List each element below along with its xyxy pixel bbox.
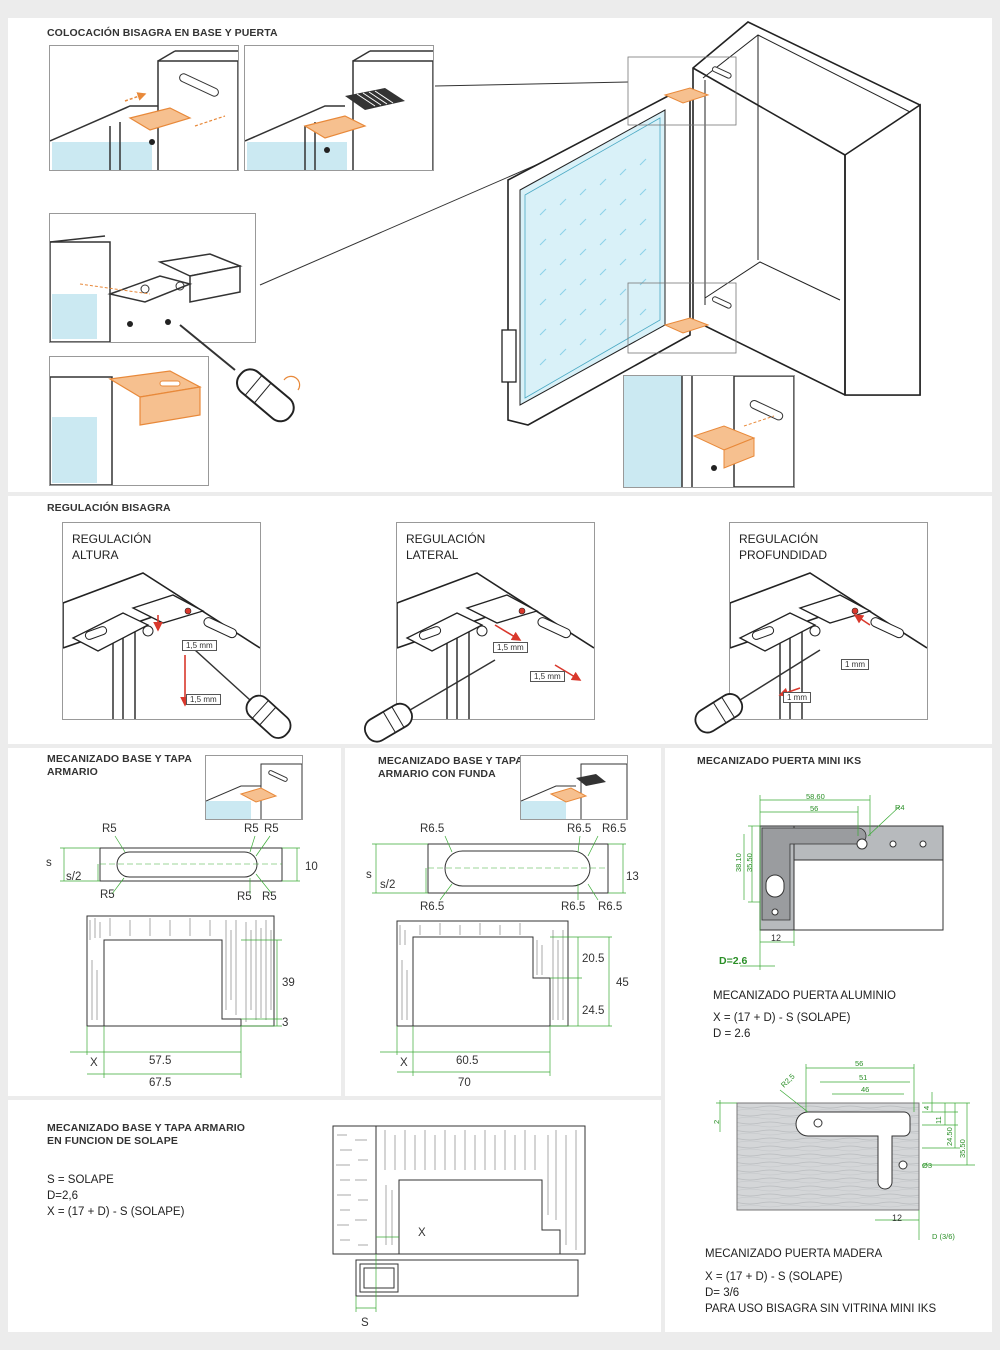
puerta-madera-formula: X = (17 + D) - S (SOLAPE): [705, 1271, 843, 1283]
solape-s-line: S = SOLAPE: [47, 1174, 114, 1186]
step-image-screw-hinge: [49, 213, 256, 343]
puerta-madera-note: PARA USO BISAGRA SIN VITRINA MINI IKS: [705, 1303, 937, 1315]
regulacion-frame-3: REGULACIÓN PROFUNDIDAD: [729, 522, 928, 720]
regulacion-label: REGULACIÓN PROFUNDIDAD: [739, 532, 828, 562]
section-title-mec-solape: MECANIZADO BASE Y TAPA ARMARIO EN FUNCIO…: [47, 1122, 246, 1147]
regulacion-measure-2-1: 1,5 mm: [493, 642, 528, 653]
step-image-hinge-mounted: [49, 356, 209, 486]
regulacion-frame-2: REGULACIÓN LATERAL: [396, 522, 595, 720]
regulacion-hinge-drawing: [63, 572, 260, 719]
regulacion-measure-3-1: 1 mm: [841, 659, 869, 670]
solape-d-line: D=2,6: [47, 1190, 79, 1202]
section-title-mec-puerta: MECANIZADO PUERTA MINI IKS: [697, 755, 862, 767]
regulacion-measure-1-2: 1,5 mm: [186, 694, 221, 705]
puerta-aluminio-title: MECANIZADO PUERTA ALUMINIO: [713, 990, 896, 1002]
regulacion-measure-2-2: 1,5 mm: [530, 671, 565, 682]
step-image-hinge-detail: [623, 375, 795, 488]
regulacion-frame-1: REGULACIÓN ALTURA: [62, 522, 261, 720]
regulacion-measure-1-1: 1,5 mm: [182, 640, 217, 651]
regulacion-hinge-drawing: [730, 572, 927, 719]
step-image-insert-hinge: [49, 45, 239, 171]
regulacion-label: REGULACIÓN ALTURA: [72, 532, 152, 562]
puerta-aluminio-d: D = 2.6: [713, 1028, 751, 1040]
regulacion-measure-3-2: 1 mm: [783, 692, 811, 703]
regulacion-label: REGULACIÓN LATERAL: [406, 532, 486, 562]
puerta-madera-title: MECANIZADO PUERTA MADERA: [705, 1248, 883, 1260]
puerta-madera-d: D= 3/6: [705, 1287, 740, 1299]
puerta-aluminio-formula: X = (17 + D) - S (SOLAPE): [713, 1012, 851, 1024]
section-title-mec-funda: MECANIZADO BASE Y TAPA ARMARIO CON FUNDA: [378, 755, 523, 780]
regulacion-hinge-drawing: [397, 572, 594, 719]
thumbnail-hinge-funda: [520, 755, 628, 820]
step-image-hinge-with-cover: [244, 45, 434, 171]
section-title-regulacion: REGULACIÓN BISAGRA: [47, 502, 171, 514]
section-title-mec-base: MECANIZADO BASE Y TAPA ARMARIO: [47, 753, 192, 778]
section-title-colocacion: COLOCACIÓN BISAGRA EN BASE Y PUERTA: [47, 27, 278, 39]
thumbnail-hinge-base: [205, 755, 303, 820]
solape-x-line: X = (17 + D) - S (SOLAPE): [47, 1206, 185, 1218]
